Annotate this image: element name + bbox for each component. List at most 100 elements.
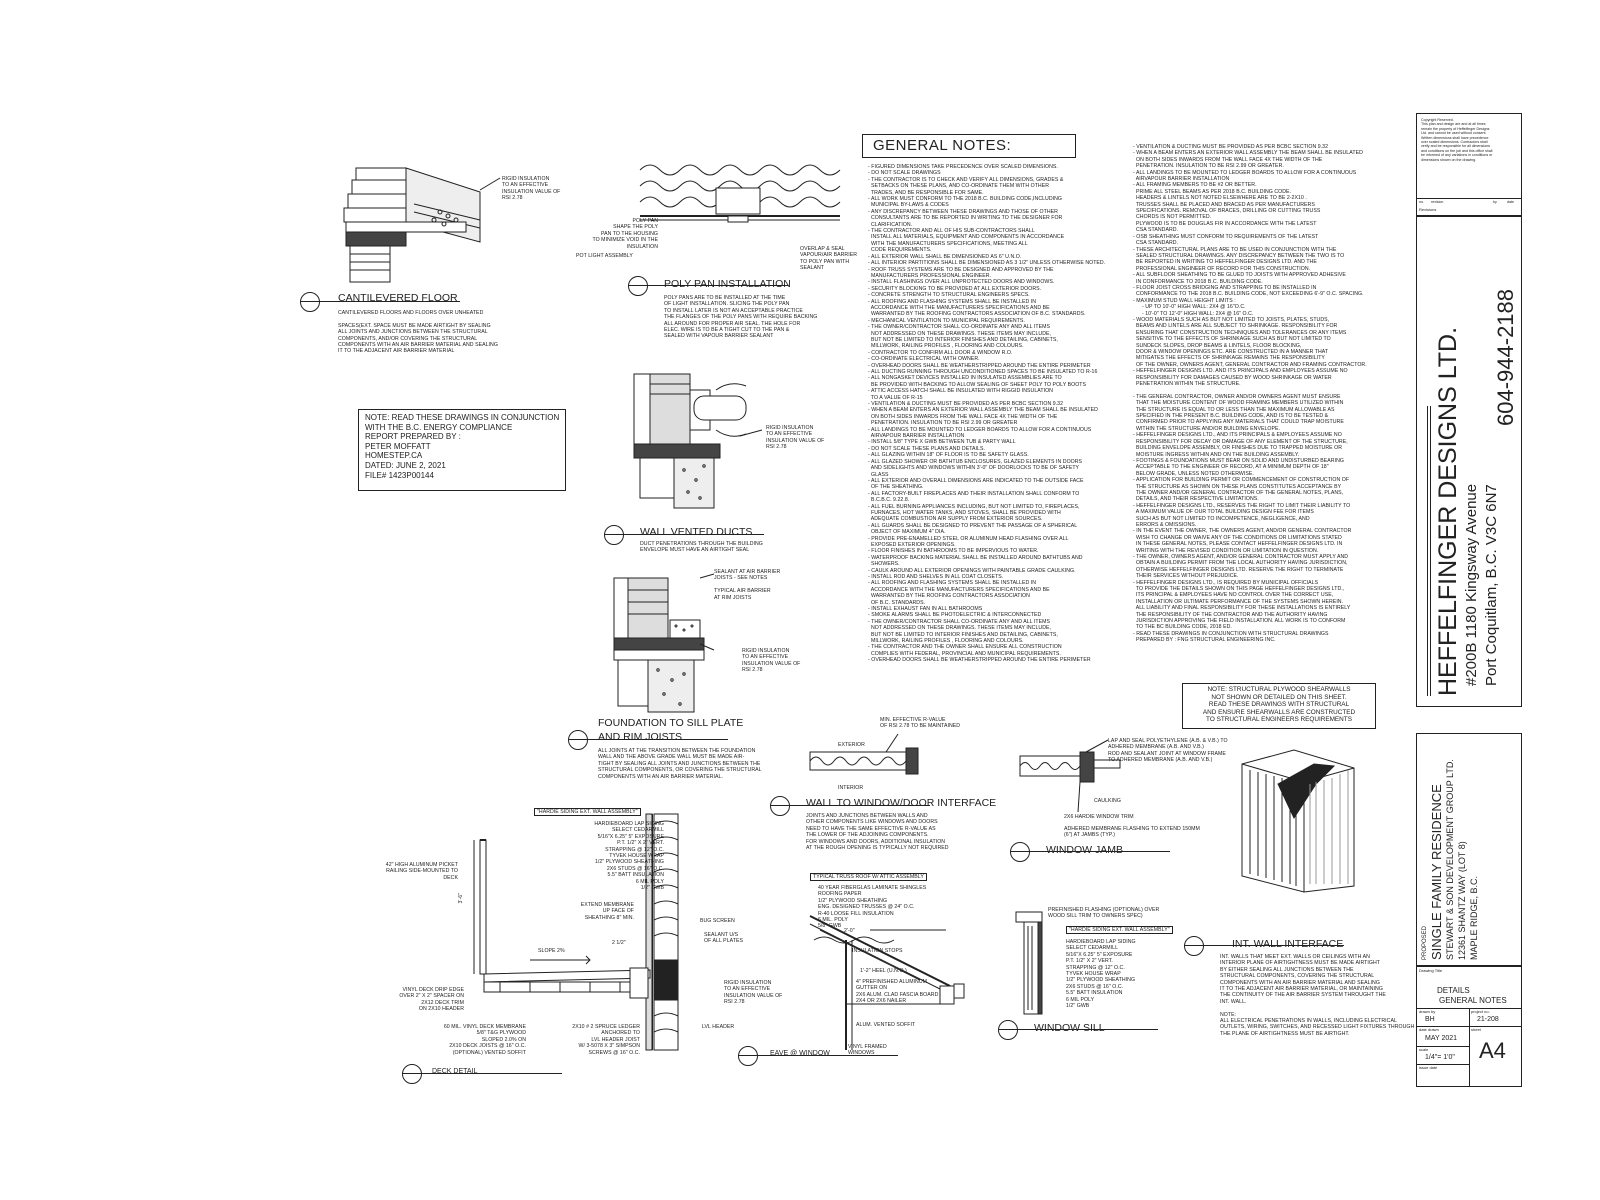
window-sill-title: WINDOW SILL bbox=[1034, 1022, 1105, 1034]
text-line: DUCT PENETRATIONS THROUGH THE BUILDING bbox=[640, 541, 763, 547]
general-note-line: PENETRATION. INSULATION TO BE RSI 2.99 O… bbox=[1133, 163, 1284, 170]
project-no-label: project no. bbox=[1471, 1009, 1490, 1014]
energy-note-line: DATED: JUNE 2, 2021 bbox=[365, 460, 446, 470]
text-line: ANCHORED TO bbox=[601, 1030, 640, 1037]
general-note-line: AND SIDELIGHTS AND WINDOWS WITHIN 3'-0" … bbox=[868, 465, 1080, 472]
proposed-label: PROPOSED bbox=[1422, 925, 1428, 960]
deck-detail-drawing bbox=[473, 813, 679, 1051]
general-note-line: - FLOOR FINISHES IN BATHROOMS TO BE IMPE… bbox=[868, 548, 1039, 555]
general-note-line: SUCH AS BUT NOT LIMITED TO INCOMPETENCE,… bbox=[1133, 515, 1310, 522]
title-block-company: HEFFELFINGER DESIGNS LTD. #200B 1180 Kin… bbox=[1416, 215, 1522, 707]
text-line: TO MINIMIZE VOID IN THE bbox=[592, 237, 658, 244]
general-note-line: RESPONSIBILITY FOR DAMAGES CAUSED BY WOO… bbox=[1133, 374, 1332, 381]
text-line: POLY PAN bbox=[632, 218, 658, 224]
shearwall-note-line: AND ENSURE SHEARWALLS ARE CONSTRUCTED bbox=[1202, 708, 1356, 716]
text-line: ROD AND SEALANT JOINT AT WINDOW FRAME bbox=[1108, 750, 1226, 757]
text-line: MIN. EFFECTIVE R-VALUE bbox=[880, 717, 946, 723]
text-line: TYVEK HOUSE WRAP bbox=[609, 853, 664, 860]
copyright-line: This plan and design are and at all time… bbox=[1421, 122, 1486, 127]
text-line: LAP AND SEAL POLYETHYLENE (A.B. & V.B.) … bbox=[1108, 738, 1228, 744]
general-note-line: NOT ADDRESSED ON THESE DRAWINGS. THESE I… bbox=[868, 330, 1052, 337]
cantilevered-notes: CANTILEVERED FLOORS AND FLOORS OVER UNHE… bbox=[338, 310, 538, 355]
window-jamb-title: WINDOW JAMB bbox=[1046, 844, 1123, 856]
general-note-line: OBJECT OF MAXIMUM 4" DIA. bbox=[868, 529, 946, 536]
general-note-line: ACCORDANCE WITH THE MANUFACTURERS SPECIF… bbox=[868, 304, 1050, 311]
foundation-notes: ALL JOINTS AT THE TRANSITION BETWEEN THE… bbox=[598, 748, 798, 780]
general-note-line: CLARIFICATION. bbox=[868, 221, 913, 228]
general-note-line: BEAMS AND LINTELS ARE ALL SUBJECT TO SHR… bbox=[1133, 323, 1338, 330]
text-line: 2X10 DECK JOISTS @ 16" O.C. bbox=[449, 1043, 526, 1050]
general-note-line: - WOOD MATERIALS SUCH AS BUT NOT LIMITED… bbox=[1133, 316, 1330, 323]
general-note-line: - THE OWNER/CONTRACTOR SHALL CO-ORDINATE… bbox=[868, 618, 1050, 625]
deck-callout bbox=[402, 1064, 562, 1084]
general-note-line: SPECIFIED IN THE PRESENT B.C. BUILDING C… bbox=[1133, 413, 1329, 420]
text-line: SEALED WITH VAPOUR BARRIER SEALANT bbox=[664, 333, 774, 340]
general-note-line: - ALL INTERIOR PARTITIONS SHALL BE DIMEN… bbox=[868, 260, 1106, 267]
text-line: 6 MIL. POLY bbox=[818, 917, 848, 924]
copyright-line: Ltd. and cannot be used without consent. bbox=[1421, 131, 1487, 136]
energy-note-line: NOTE: READ THESE DRAWINGS IN CONJUNCTION bbox=[365, 413, 560, 422]
general-note-line: OF THE OWNER, OWNERS AGENT, GENERAL CONT… bbox=[1133, 361, 1367, 368]
text-line: 2X4 OR 2X6 NAILER bbox=[856, 998, 907, 1005]
general-note-line: TO A VALUE OF R-15 bbox=[868, 394, 923, 401]
deck-slope: SLOPE 2% bbox=[538, 948, 565, 954]
general-note-line: OBTAIN A BUILDING PERMIT FROM THE LOCAL … bbox=[1133, 560, 1348, 567]
sheet-label: sheet bbox=[1471, 1027, 1481, 1032]
copyright-line: verify and be responsible for all dimens… bbox=[1421, 144, 1490, 149]
general-note-line: - INSTALL 5/8" TYPE X GWB BETWEEN TUB & … bbox=[868, 439, 1016, 446]
general-note-line: - ROOF TRUSS SYSTEMS ARE TO BE DESIGNED … bbox=[868, 266, 1054, 273]
wall-vented-ducts-drawing bbox=[633, 373, 763, 509]
general-note-line: B.C.B.C. 9.22.8. bbox=[868, 497, 910, 504]
window-sill-assembly-head: "HARDIE SIDING EXT. WALL ASSEMBLY" bbox=[1066, 926, 1173, 935]
text-line: INTERIOR PLANE OF AIRTIGHTNESS MUST BE M… bbox=[1220, 960, 1380, 967]
general-note-line: - CONCRETE STRENGTH TO STRUCTURAL ENGINE… bbox=[868, 292, 1030, 299]
general-note-line: - INSTALL ROD AND SHELVES IN ALL COAT CL… bbox=[868, 574, 1004, 580]
copyright-line: and conditions on the job and this offic… bbox=[1421, 148, 1493, 153]
general-note-line: MITIGATES THE EFFECTS OF SHRINKAGE REMAI… bbox=[1133, 355, 1325, 362]
general-note-line: IN THESE GENERAL NOTES, PLEASE CONTACT H… bbox=[1133, 541, 1343, 548]
general-note-line: - ALL GUARDS SHALL BE DESIGNED TO PREVEN… bbox=[868, 522, 1078, 529]
text-line: 2X6 STUDS @ 16" O.C. bbox=[606, 865, 664, 872]
deck-bug-screen: BUG SCREEN bbox=[700, 918, 735, 924]
text-line: TO INSTALL LATER IS NOT AN ACCEPTABLE PR… bbox=[664, 307, 803, 314]
eave-heel: 1'-2" HEEL (U.N.O.) bbox=[860, 968, 907, 974]
general-note-line: - ALL WORK MUST CONFORM TO THE 2018 B.C.… bbox=[868, 196, 1063, 203]
window-jamb-callout bbox=[1010, 842, 1170, 862]
general-note-line: PRIME ALL STEEL BEAMS AS PER 2018 B.C. B… bbox=[1133, 188, 1292, 195]
drawing-title-label: Drawing Title bbox=[1419, 968, 1443, 973]
date-value: MAY 2021 bbox=[1425, 1035, 1458, 1042]
general-note-line: - CO-ORDINATE ELECTRICAL WITH OWNER. bbox=[868, 356, 980, 363]
text-line: INSULATION VALUE OF bbox=[766, 437, 825, 444]
text-line: OF ALL PLATES bbox=[704, 938, 743, 945]
text-line: SEALANT bbox=[800, 265, 824, 272]
general-note-line: NOT ADDRESSED ON THESE DRAWINGS. THESE I… bbox=[868, 625, 1052, 632]
copyright-line: Written dimensions shall have precedence bbox=[1421, 135, 1489, 140]
copyright-line: over scaled dimensions. Contractors shal… bbox=[1421, 140, 1488, 145]
general-note-line: - MECHANICAL VENTILATION TO MUNICIPAL RE… bbox=[868, 317, 1025, 324]
text-line: 1/2" PLYWOOD SHEATHING bbox=[594, 859, 664, 866]
general-note-line: - READ THESE DRAWINGS IN CONJUNCTION WIT… bbox=[1133, 630, 1329, 637]
foundation-title-line2: AND RIM JOISTS bbox=[598, 731, 683, 743]
text-line: COMPONENTS WITH AN AIR BARRIER MATERIAL. bbox=[598, 773, 723, 780]
general-note-line: AIRVAPOUR BARRIER INSTALLATION bbox=[868, 433, 965, 440]
general-note-line: - ALL GLAZING WITHIN 18" OF FLOOR IS TO … bbox=[868, 452, 1029, 459]
text-line: RSI 2.78 bbox=[766, 444, 787, 451]
deck-dim2: 2 1/2" bbox=[612, 940, 626, 946]
text-line: SEALANT U/S bbox=[704, 932, 739, 938]
general-note-line: - ALL EXTERIOR WALL SHALL BE DIMENSIONED… bbox=[868, 253, 1022, 260]
general-note-line: SUNDECK SLOPES, DROP BEAMS & LINTELS, FL… bbox=[1133, 342, 1302, 349]
text-line: HARDIEBOARD LAP SIDING bbox=[594, 821, 664, 827]
text-line: TO AN EFFECTIVE bbox=[502, 182, 549, 189]
text-line: TO ADHERED MEMBRANE (A.B. AND V.B.) bbox=[1108, 757, 1213, 764]
text-line: (6") AT JAMBS (TYP.) bbox=[1064, 832, 1115, 839]
text-line: GUTTER ON bbox=[856, 985, 887, 992]
general-note-line: THE OWNER AND/OR GENERAL CONTRACTOR OF T… bbox=[1133, 489, 1344, 496]
general-note-line: - WHEN A BEAM ENTERS AN EXTERIOR WALL AS… bbox=[868, 407, 1098, 414]
text-line: (OPTIONAL) VENTED SOFFIT bbox=[452, 1049, 526, 1056]
title-block-sheet-info: Drawing Title DETAILS GENERAL NOTES draw… bbox=[1416, 965, 1522, 1087]
text-line: TO POLY PAN WITH bbox=[800, 258, 850, 265]
general-note-line: WRITING WITH THE REVISED CONDITION OR LI… bbox=[1133, 547, 1319, 554]
